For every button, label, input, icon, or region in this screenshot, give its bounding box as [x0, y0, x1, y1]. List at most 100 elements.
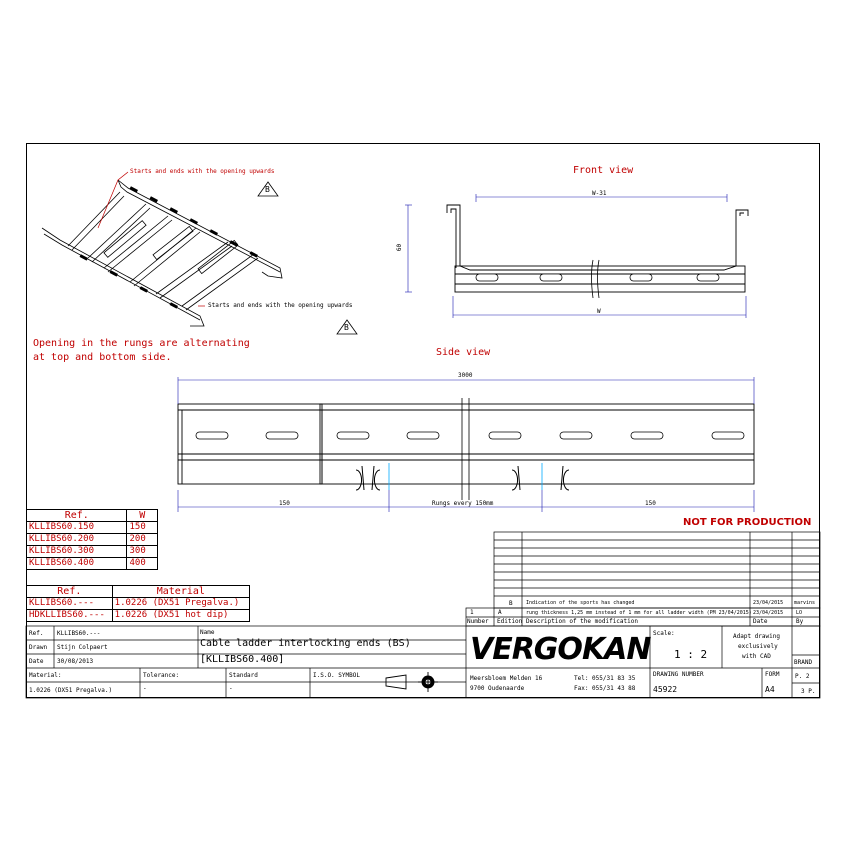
annotation-leaders [97, 171, 205, 307]
dim-w: W [597, 308, 601, 315]
iso-symbol [385, 672, 438, 692]
front-view-title: Front view [573, 165, 634, 176]
drawing-number: 45922 [653, 685, 678, 694]
detail-b-label-top: B [265, 185, 270, 194]
adapt-line-2: exclusively [738, 643, 778, 650]
front-view-slots [475, 273, 720, 282]
scale-value: 1 : 2 [674, 648, 708, 661]
mod-a-date: 23/04/2015 [753, 610, 784, 616]
form-value: A4 [765, 685, 775, 694]
number-label: Number [467, 618, 489, 625]
drawing-number-label: DRAWING NUMBER [653, 671, 704, 678]
material-header: Material [111, 585, 251, 598]
scale-label: Scale: [653, 630, 675, 637]
dim-60: 60 [396, 243, 404, 252]
opening-note-line-2: at top and bottom side. [33, 352, 172, 363]
starts-bottom-label: Starts and ends with the opening upwards [208, 302, 353, 309]
not-for-production: NOT FOR PRODUCTION [683, 517, 812, 528]
tolerance-value: - [143, 685, 147, 692]
side-view-break [461, 398, 470, 500]
ref-label: Ref. [29, 630, 44, 637]
date-label: Date [29, 658, 44, 665]
side-view-hooks [355, 465, 570, 491]
page-number: P. 2 [795, 673, 810, 680]
by-label: By [796, 618, 804, 625]
mod-b-by: marvins [794, 600, 816, 606]
dim-150-right: 150 [645, 500, 656, 507]
page-count: 3 P. [801, 688, 816, 695]
mod-a-desc: rung thickness 1,25 mm instead of 1 mm f… [526, 610, 752, 616]
mod-a-edition: A [498, 609, 502, 616]
side-view-slots [195, 431, 745, 440]
side-view-rail [177, 403, 755, 485]
side-view-rung-markers [388, 463, 543, 490]
table-row: KLLIBS60.---1.0226 (DX51 Pregalva.) [26, 597, 251, 610]
mod-a-number: 1 [470, 609, 474, 616]
date-col-label: Date [753, 618, 768, 625]
drawing-sheet [26, 143, 820, 698]
material-ref-header: Ref. [26, 585, 113, 598]
material-label: Material: [29, 672, 62, 679]
opening-note: Opening in the rungs are alternating at … [33, 337, 250, 365]
name-line-2: [KLLIBS60.400] [200, 654, 285, 665]
fax: Fax: 055/31 43 88 [574, 685, 636, 692]
standard-label: Standard [229, 672, 258, 679]
tolerance-label: Tolerance: [143, 672, 180, 679]
material-table: Ref. Material KLLIBS60.---1.0226 (DX51 P… [26, 585, 251, 622]
mod-b-desc: Indication of the sports has changed [526, 600, 635, 606]
ref-cell: KLLIBS60.150 [25, 521, 128, 534]
w-header: W [126, 509, 158, 522]
title-block-grid [25, 531, 821, 699]
address-line-2: 9700 Oudenaarde [470, 685, 525, 692]
opening-note-line-1: Opening in the rungs are alternating [33, 338, 250, 349]
dim-w31: W-31 [592, 190, 607, 197]
date-value: 30/08/2013 [57, 658, 94, 665]
w-cell: 150 [126, 521, 158, 534]
ref-cell: HDKLLIBS60.--- [26, 609, 113, 622]
edition-label: Edition [497, 618, 523, 625]
material-cell: 1.0226 (DX51 hot dip) [111, 609, 251, 622]
ladder-isometric [41, 179, 283, 327]
ref-cell: KLLIBS60.400 [25, 557, 128, 570]
ref-value: KLLIBS60.--- [57, 630, 101, 637]
form-label: FORM [765, 671, 780, 678]
adapt-line-1: Adapt drawing [733, 633, 780, 640]
name-label: Name [200, 629, 215, 636]
mod-b-date: 23/04/2015 [753, 600, 784, 606]
front-view-profile [446, 204, 749, 293]
brand-label: BRAND [794, 659, 813, 666]
ref-cell: KLLIBS60.300 [25, 545, 128, 558]
vergokan-logo: VERGOKAN [470, 632, 652, 667]
side-view-title: Side view [436, 347, 491, 358]
ref-header: Ref. [25, 509, 128, 522]
w-cell: 400 [126, 557, 158, 570]
drawn-label: Drawn [29, 644, 48, 651]
address-line-1: Meersbloem Melden 16 [470, 675, 543, 682]
standard-value: - [229, 685, 233, 692]
ladder-side-rail-slots [79, 186, 259, 309]
material-cell: 1.0226 (DX51 Pregalva.) [111, 597, 251, 610]
detail-b-label-bottom: B [344, 323, 349, 332]
adapt-line-3: with CAD [742, 653, 771, 660]
dim-3000: 3000 [458, 372, 473, 379]
mod-b-edition: B [509, 600, 513, 607]
w-cell: 200 [126, 533, 158, 546]
ref-cell: KLLIBS60.--- [26, 597, 113, 610]
detail-b-triangles [257, 181, 358, 335]
dim-150-left: 150 [279, 500, 290, 507]
front-view-break [591, 259, 600, 299]
table-row: HDKLLIBS60.---1.0226 (DX51 hot dip) [26, 609, 251, 622]
starts-top-label: Starts and ends with the opening upwards [130, 168, 275, 175]
front-view-dimensions [405, 194, 747, 318]
material-value: 1.0226 (DX51 Pregalva.) [29, 687, 113, 694]
iso-symbol-label: I.S.O. SYMBOL [313, 672, 360, 679]
w-cell: 300 [126, 545, 158, 558]
ref-cell: KLLIBS60.200 [25, 533, 128, 546]
description-label: Description of the modification [526, 618, 638, 625]
side-view-dimensions [177, 377, 755, 512]
